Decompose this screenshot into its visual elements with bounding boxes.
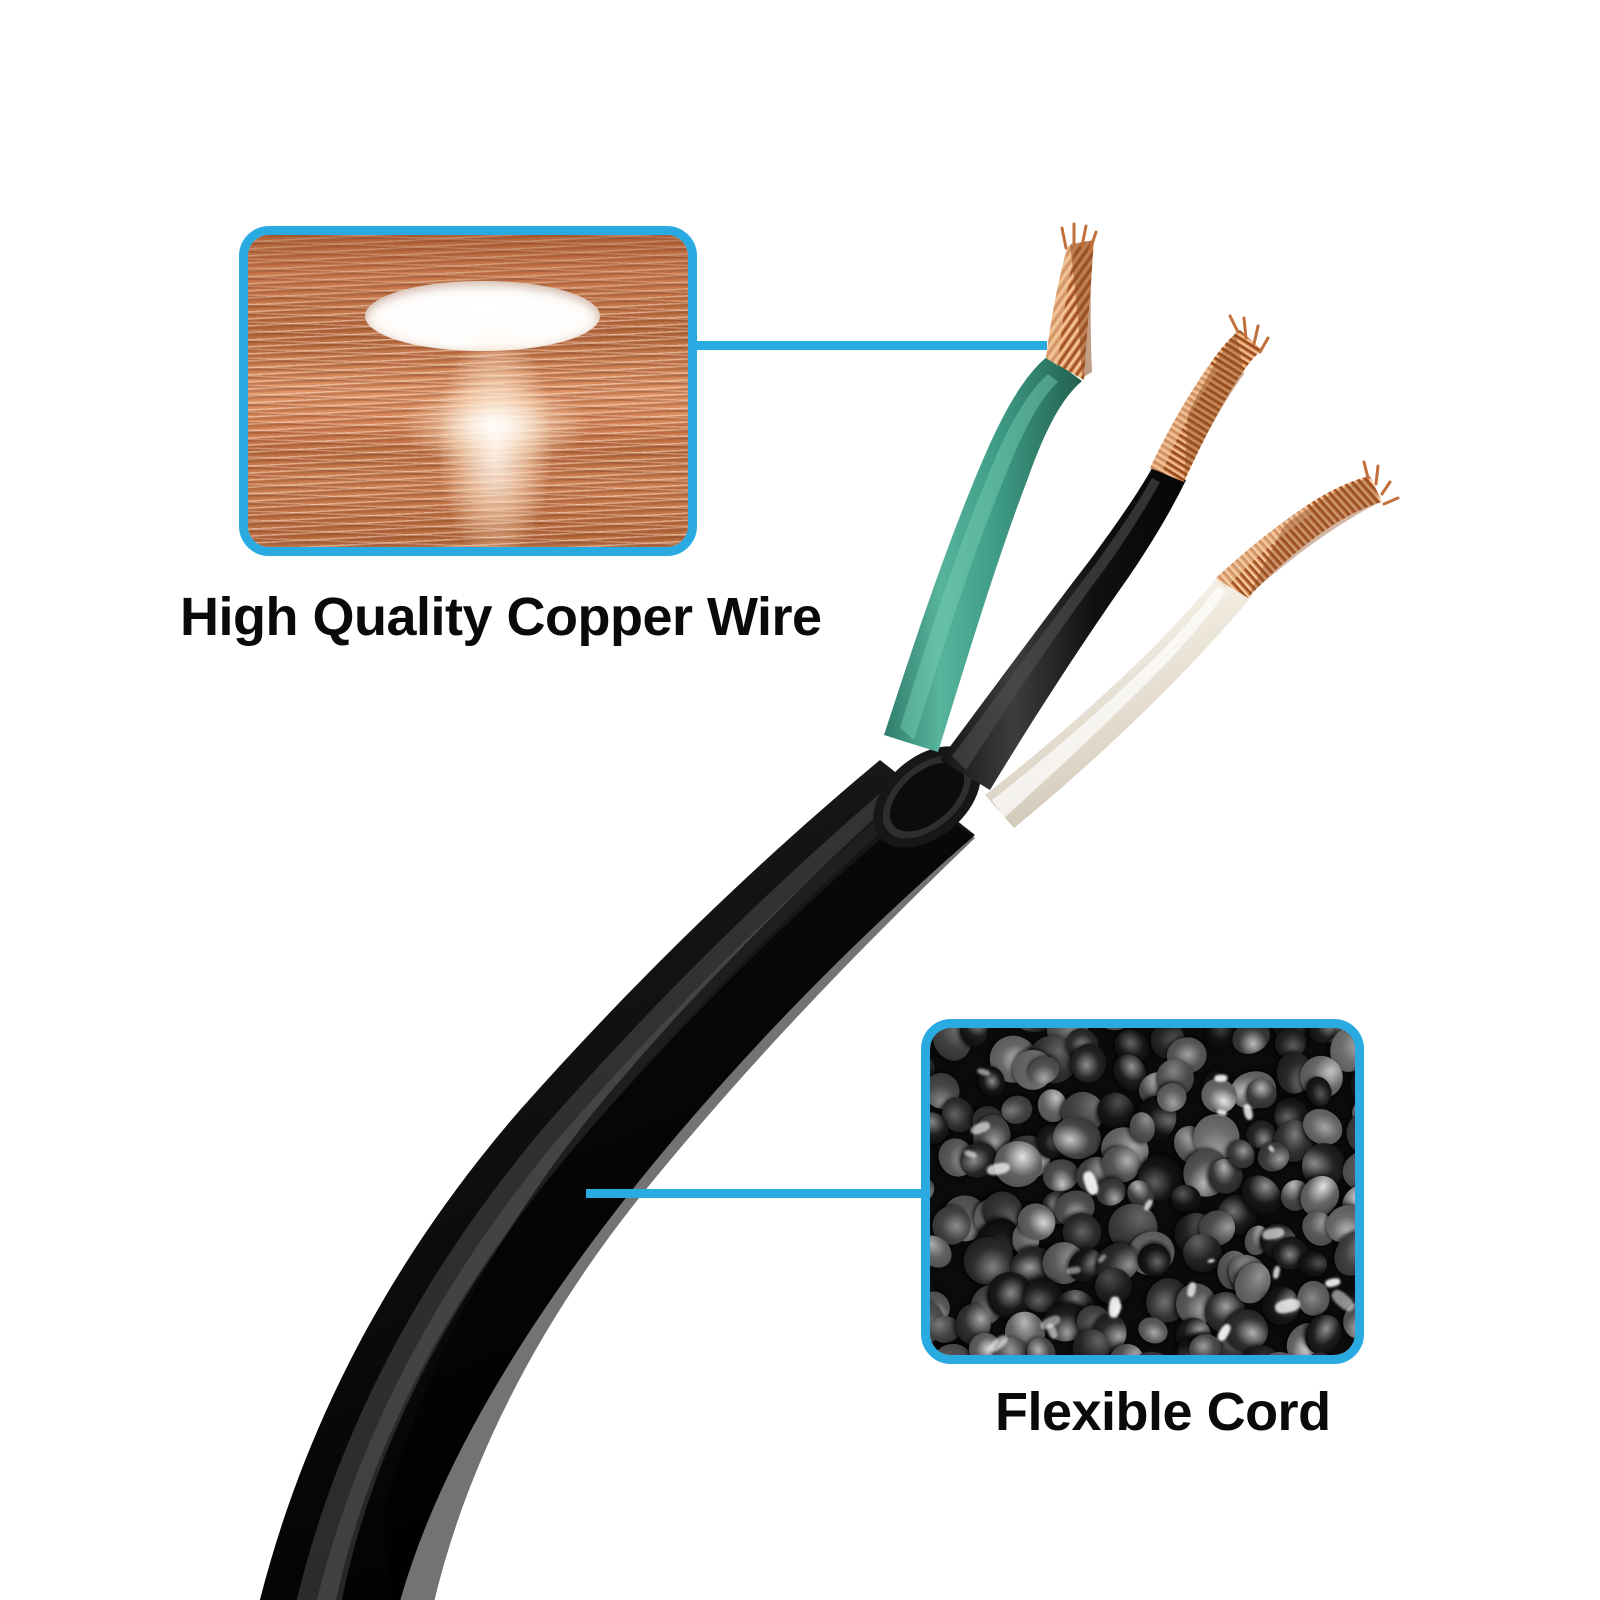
jacket-cut-end xyxy=(873,746,981,848)
pellet-highlight xyxy=(1108,1296,1122,1319)
callout-label-flexible-cord: Flexible Cord xyxy=(995,1382,1331,1442)
leader-line-copper xyxy=(692,341,1047,350)
plastic-pellet xyxy=(1226,1028,1276,1060)
black-conductor xyxy=(940,314,1270,790)
plastic-pellet xyxy=(930,1170,939,1210)
pellet-field xyxy=(930,1028,1355,1355)
pellet-highlight xyxy=(1271,1265,1281,1280)
white-conductor xyxy=(985,460,1400,828)
plastic-pellet xyxy=(1344,1347,1355,1355)
copper-wire-spool-image xyxy=(248,235,688,547)
green-conductor xyxy=(884,222,1098,752)
copper-spool xyxy=(248,235,688,547)
cable-jacket xyxy=(259,760,975,1600)
black-plastic-pellets-image xyxy=(930,1028,1355,1355)
callout-flexible-cord[interactable] xyxy=(921,1019,1364,1364)
plastic-pellet xyxy=(933,1343,974,1355)
leader-line-cord xyxy=(586,1189,926,1198)
callout-copper-wire[interactable] xyxy=(239,226,697,556)
pellet-highlight xyxy=(1214,1074,1228,1082)
callout-label-copper-wire: High Quality Copper Wire xyxy=(180,587,822,647)
pellet-highlight xyxy=(1324,1277,1342,1288)
plastic-pellet xyxy=(1297,1249,1329,1278)
